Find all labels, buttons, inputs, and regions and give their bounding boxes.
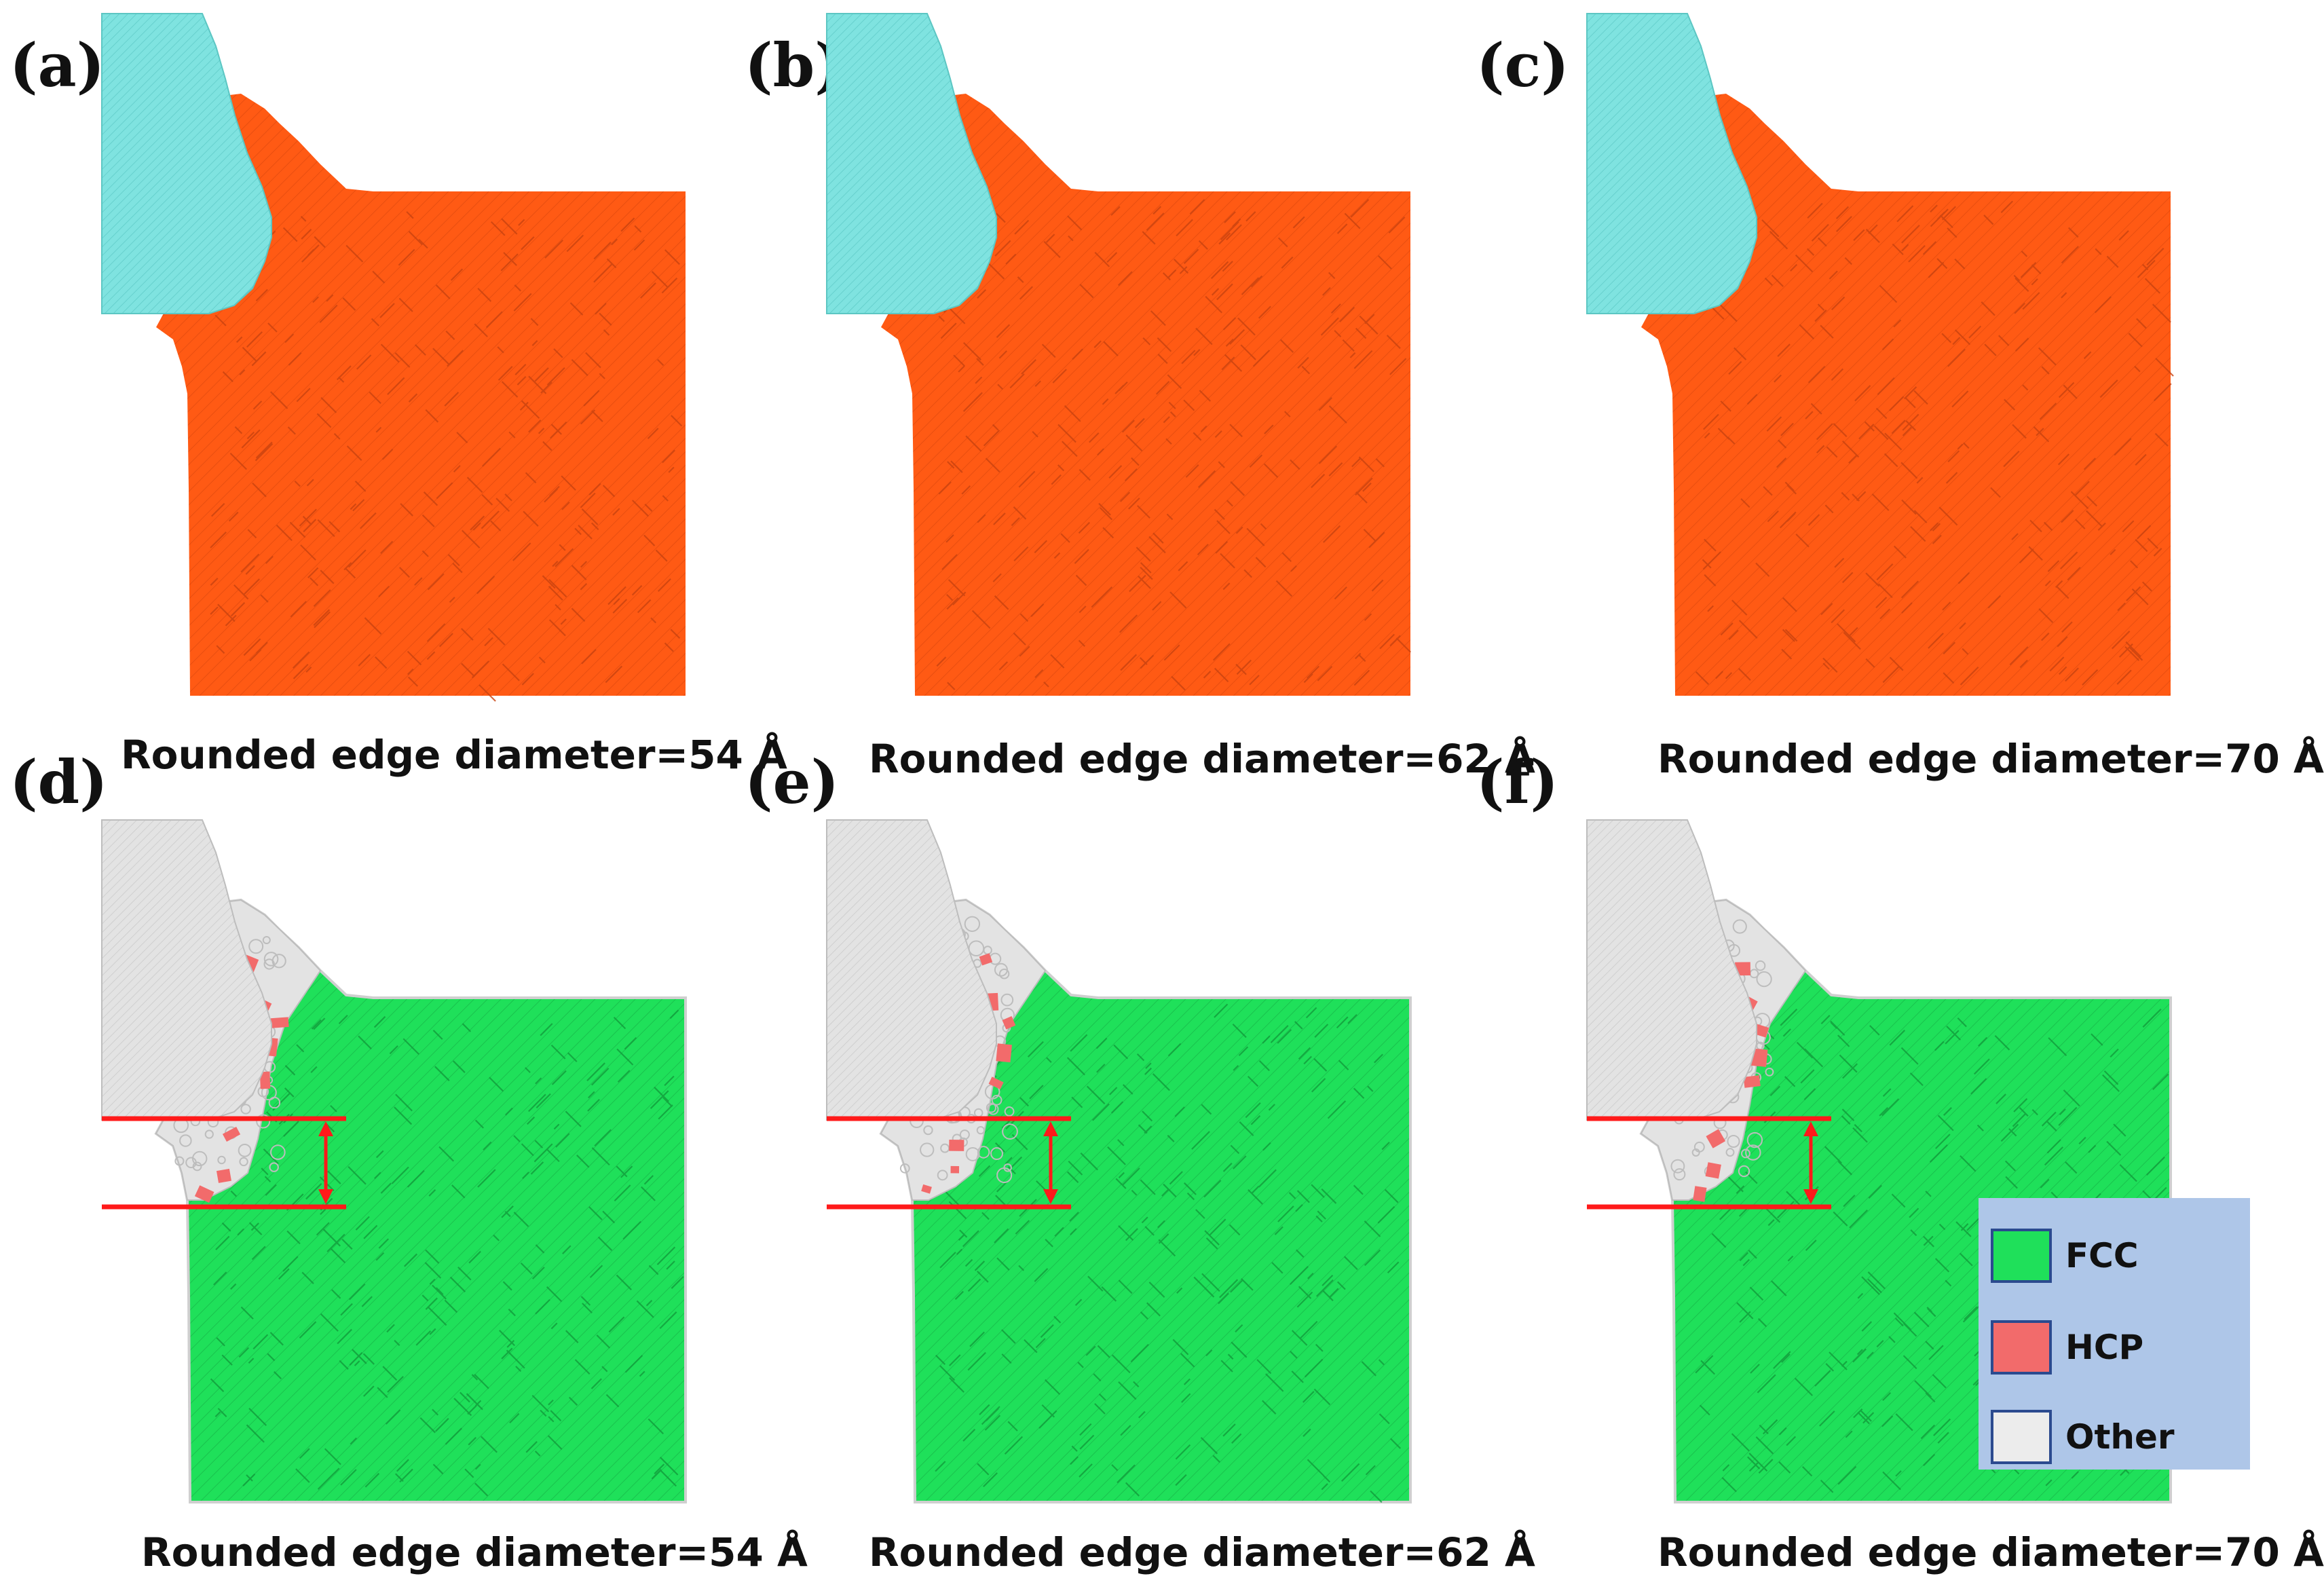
caption-d: Rounded edge diameter=54 Å [141, 1529, 808, 1575]
panel-label-e: (e) [745, 747, 840, 817]
defect-network [210, 211, 683, 702]
workpiece-region [1641, 94, 2171, 696]
cutting-tool [826, 819, 997, 1121]
cutting-tool [1586, 819, 1757, 1121]
workpiece-region [881, 94, 1410, 696]
panel-label-a: (a) [10, 30, 105, 100]
defect-network [210, 1005, 684, 1497]
panel-label-f: (f) [1476, 747, 1559, 817]
hcp-patches [1693, 962, 1769, 1202]
panel-a-snapshot [101, 13, 686, 702]
panel-e-snapshot [826, 819, 1412, 1503]
legend-label-hcp: HCP [2065, 1328, 2144, 1367]
caption-c: Rounded edge diameter=70 Å [1657, 736, 2324, 782]
cutting-tool [101, 13, 272, 314]
depth-marker [102, 1116, 346, 1210]
panel-label-c: (c) [1476, 30, 1569, 100]
panel-d-snapshot [101, 819, 687, 1503]
defect-network [1695, 200, 2174, 686]
cutting-tool [1586, 13, 1757, 314]
panel-c-snapshot [1586, 13, 2174, 696]
depth-marker [827, 1116, 1071, 1210]
legend-swatch-other [1991, 1410, 2052, 1464]
caption-b: Rounded edge diameter=62 Å [869, 736, 1535, 782]
caption-f: Rounded edge diameter=70 Å [1657, 1529, 2324, 1575]
legend-swatch-fcc [1991, 1229, 2052, 1283]
caption-e: Rounded edge diameter=62 Å [869, 1529, 1535, 1575]
depth-marker [1587, 1116, 1831, 1210]
legend-swatch-hcp [1991, 1320, 2052, 1375]
legend-label-other: Other [2065, 1417, 2175, 1457]
caption-a: Rounded edge diameter=54 Å [121, 732, 787, 778]
legend-item-other: Other [1991, 1410, 2175, 1464]
structure-legend: FCC HCP Other [1979, 1198, 2250, 1470]
legend-item-hcp: HCP [1991, 1320, 2143, 1375]
cutting-tool [826, 13, 997, 314]
defect-network [935, 199, 1412, 691]
legend-label-fcc: FCC [2065, 1236, 2139, 1275]
workpiece-region [156, 94, 686, 696]
cutting-tool [101, 819, 272, 1121]
hcp-patches [921, 953, 1016, 1194]
panel-b-snapshot [826, 13, 1412, 696]
panel-label-d: (d) [10, 747, 108, 817]
legend-item-fcc: FCC [1991, 1229, 2139, 1283]
